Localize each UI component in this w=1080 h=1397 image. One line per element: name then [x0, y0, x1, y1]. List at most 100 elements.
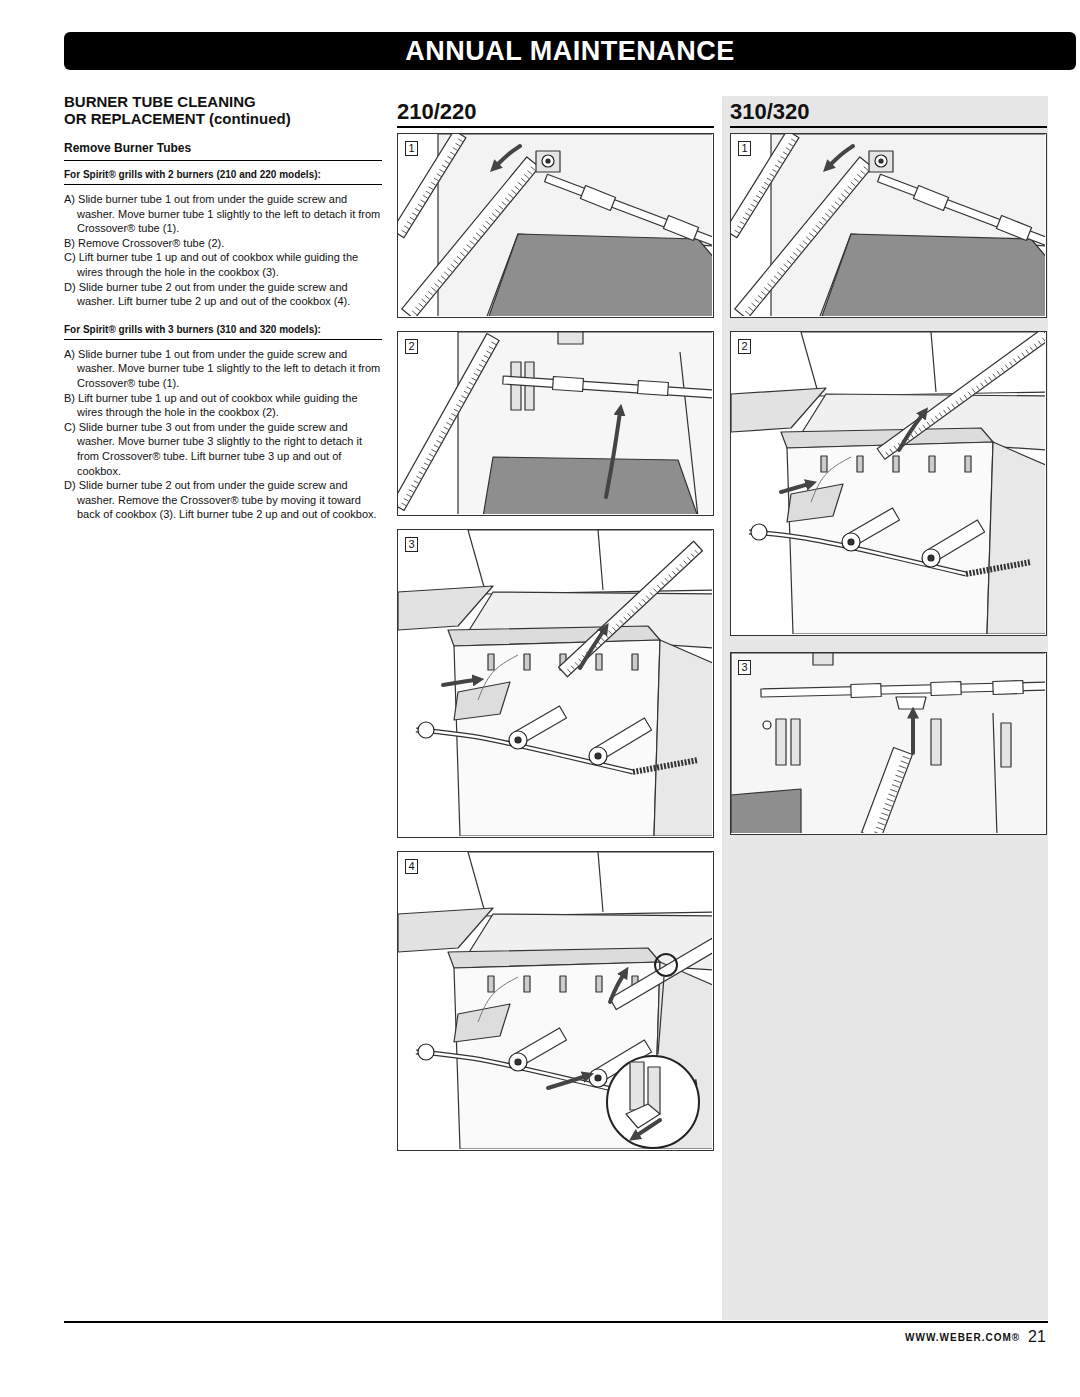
burner-port	[449, 418, 454, 421]
control-valve	[751, 524, 767, 540]
burner-port	[915, 431, 918, 435]
burner-port	[616, 624, 619, 628]
burner-port	[434, 178, 438, 181]
cookbox-slot	[857, 456, 863, 472]
crossover-sleeve	[638, 381, 669, 396]
cookbox-slot	[893, 456, 899, 472]
cookbox-slot	[929, 456, 935, 472]
burner-port	[422, 299, 427, 303]
footer-rule	[64, 1321, 1048, 1323]
heat-bracket	[776, 719, 786, 765]
igniter-wire	[811, 457, 851, 502]
burner-port	[612, 627, 615, 631]
burner-port	[960, 398, 963, 402]
cookbox-floor	[731, 789, 801, 833]
burner-port	[864, 167, 869, 171]
burner-port	[499, 206, 504, 210]
motion-arrow	[606, 412, 620, 497]
burner-port	[803, 241, 808, 245]
burner-port	[841, 194, 846, 198]
control-valve	[922, 549, 940, 567]
burner-port	[669, 575, 672, 579]
burner-port	[407, 222, 411, 225]
burner-port	[890, 449, 893, 453]
burner-port	[780, 156, 784, 159]
burner-port	[489, 346, 494, 349]
page-number: 21	[1028, 1327, 1046, 1347]
burner-port	[861, 171, 866, 175]
burner-port	[800, 245, 805, 249]
burner-port	[495, 210, 500, 214]
heat-bracket	[1001, 723, 1011, 767]
burner-port	[454, 260, 459, 264]
burner-port	[981, 383, 984, 387]
burner-port	[439, 169, 443, 172]
lid-hinge	[813, 653, 833, 665]
burner-port	[764, 182, 768, 185]
burner-tube	[731, 134, 799, 238]
figure-frame: 1	[397, 133, 714, 318]
burner-port	[695, 550, 698, 554]
callout-number: 2	[738, 339, 751, 354]
burner-port	[456, 405, 461, 408]
cookbox-slot	[596, 654, 602, 670]
burner-port	[402, 230, 406, 233]
burner-port	[451, 414, 456, 417]
burner-port	[460, 252, 465, 256]
control-valve	[595, 1075, 601, 1081]
cookbox-edge	[680, 352, 698, 514]
subheading: Remove Burner Tubes	[64, 141, 382, 161]
gas-manifold	[416, 730, 633, 772]
burner-port	[745, 311, 750, 315]
burner-port	[786, 148, 790, 151]
motion-arrow	[443, 680, 476, 685]
burner-port	[761, 291, 766, 295]
illustration-group	[398, 332, 712, 514]
burner-port	[491, 342, 496, 345]
burner-port	[456, 143, 460, 146]
figure-frame: 2	[397, 331, 714, 516]
burner-port	[431, 182, 435, 185]
guide-bracket	[536, 151, 560, 172]
burner-port	[431, 287, 436, 291]
crossover-sleeve	[851, 684, 881, 698]
burner-port	[426, 191, 430, 194]
burner-port	[445, 161, 449, 164]
burner-port	[952, 404, 955, 408]
burner-port	[985, 380, 988, 384]
leader-line	[658, 977, 664, 1054]
burner-port	[470, 241, 475, 245]
burner-port	[404, 226, 408, 229]
burner-port	[997, 371, 1000, 375]
crossover-sleeve	[580, 186, 615, 211]
burner-port	[451, 264, 456, 268]
figure-frame: 1	[730, 133, 1047, 318]
burner-port	[435, 284, 440, 288]
model-heading: For Spirit® grills with 2 burners (210 a…	[64, 168, 382, 185]
crossover-sleeve	[996, 216, 1031, 241]
burner-port	[415, 208, 419, 211]
burner-port	[828, 210, 833, 214]
cookbox-edge	[598, 530, 603, 590]
burner-tube	[398, 134, 466, 238]
burner-port	[784, 264, 789, 268]
text-column: BURNER TUBE CLEANINGOR REPLACEMENT (cont…	[64, 93, 382, 522]
guide-bracket	[630, 1062, 644, 1110]
gas-manifold	[749, 532, 966, 574]
igniter-wire	[478, 655, 518, 700]
step-text: D) Slide burner tube 2 out from under th…	[64, 280, 382, 309]
burner-port	[793, 252, 798, 256]
burner-port	[885, 803, 892, 806]
column-heading: 310/320	[730, 99, 810, 125]
control-valve	[589, 747, 607, 765]
burner-port	[789, 143, 793, 146]
burner-port	[404, 499, 409, 502]
burner-port	[567, 669, 570, 673]
grill-illustration	[398, 134, 712, 316]
step-text: A) Slide burner tube 1 out from under th…	[64, 347, 382, 391]
crossover-clip	[896, 697, 926, 709]
burner-port	[459, 400, 464, 403]
burner-port	[657, 585, 660, 589]
burner-port	[420, 200, 424, 203]
burner-port	[783, 152, 787, 155]
